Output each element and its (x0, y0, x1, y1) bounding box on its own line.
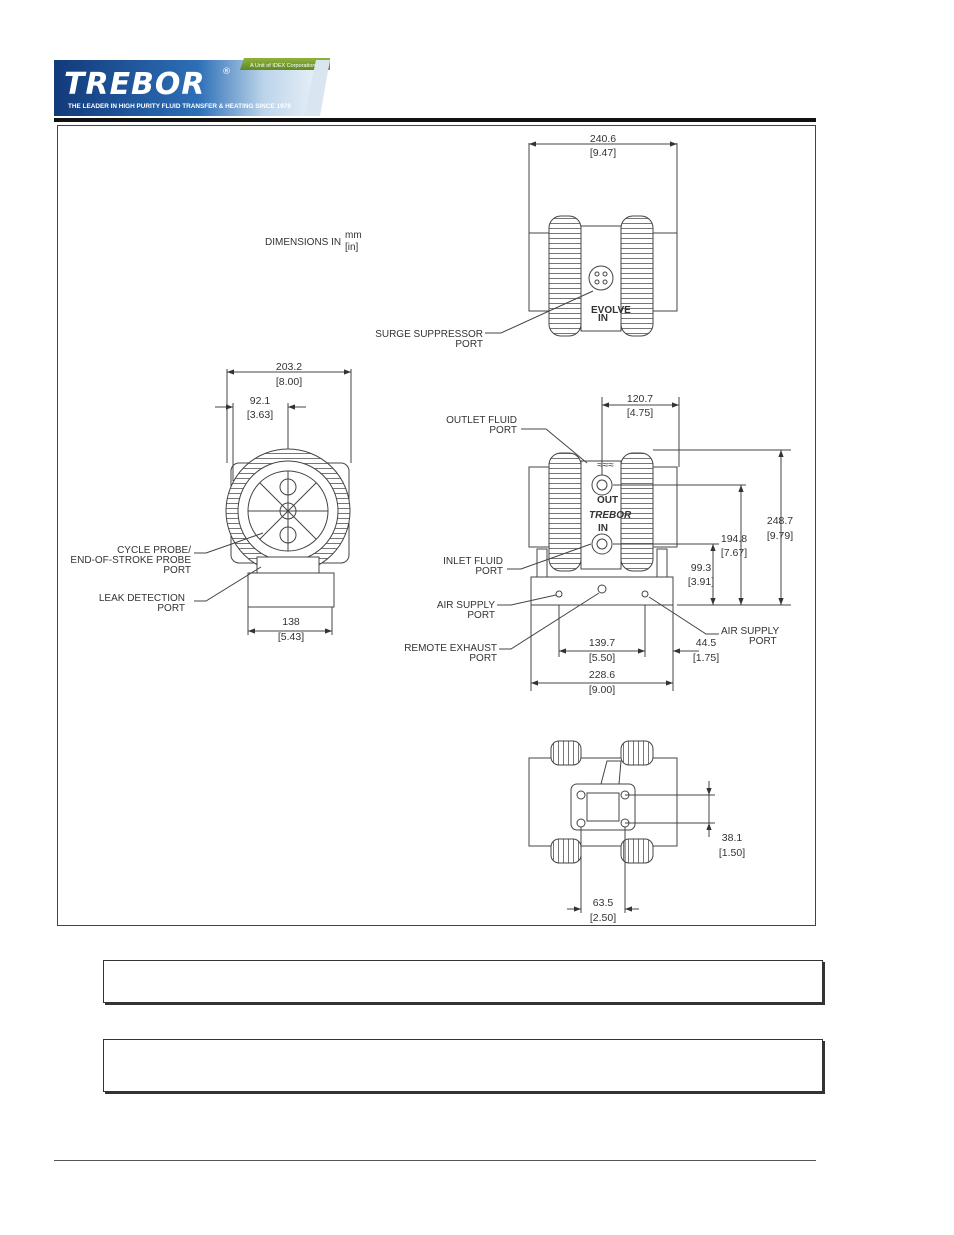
dim-base-width-mm: 228.6 (589, 669, 615, 681)
in-port-mark: IN (598, 523, 608, 534)
dim-outlet-offset-in: [4.75] (627, 407, 653, 419)
dim-inlet-height-in: [3.91] (688, 576, 714, 588)
header-divider (54, 118, 816, 122)
dim-outlet-height-in: [7.67] (721, 547, 747, 559)
label-cycle-probe-port: PORT (163, 565, 191, 576)
dim-bottom-height-in: [1.50] (719, 847, 745, 859)
front-trebor-mark: TREBOR (589, 510, 632, 521)
note-box-2 (103, 1039, 823, 1092)
dim-top-width-mm: 240.6 (590, 133, 616, 145)
dim-base-width-in: [9.00] (589, 684, 615, 696)
bottom-view (528, 740, 715, 913)
dimensions-in-label: DIMENSIONS IN (265, 237, 341, 248)
dim-total-height-in: [9.79] (767, 530, 793, 542)
evolve-mark: EVOLVE (591, 305, 631, 316)
footer-divider (54, 1160, 816, 1161)
label-remote-exhaust: REMOTE EXHAUST (404, 643, 497, 654)
dim-top-width-in: [9.47] (590, 147, 616, 159)
label-remote-exhaust-port: PORT (469, 653, 497, 664)
logo-wordmark: TREBOR (64, 67, 206, 102)
logo-tagline: THE LEADER IN HIGH PURITY FLUID TRANSFER… (68, 103, 291, 110)
front-view (497, 397, 791, 691)
label-air-supply-right-port: PORT (749, 636, 777, 647)
dim-inlet-height-mm: 99.3 (691, 562, 712, 574)
evolve-model-mark: IN (598, 313, 608, 324)
label-cycle-probe: CYCLE PROBE/ (117, 545, 191, 556)
side-view (194, 369, 352, 635)
note-box-1 (103, 960, 823, 1003)
logo-registered-mark: ® (222, 67, 231, 77)
dim-bottom-height-mm: 38.1 (722, 832, 743, 844)
trebor-logo: TREBOR ® A Unit of IDEX Corporation THE … (54, 58, 330, 118)
label-inlet-fluid: INLET FLUID (443, 556, 503, 567)
label-air-supply-left: AIR SUPPLY (437, 600, 495, 611)
dim-outlet-offset-mm: 120.7 (627, 393, 653, 405)
dim-outlet-height-mm: 194.8 (721, 533, 747, 545)
dim-bottom-width-mm: 63.5 (593, 897, 614, 909)
dim-base-holes-in: [5.50] (589, 652, 615, 664)
unit-in-label: [in] (345, 242, 359, 253)
label-leak-detection: LEAK DETECTION (99, 593, 185, 604)
label-outlet-fluid: OUTLET FLUID (446, 415, 517, 426)
dimension-drawing: DIMENSIONS IN mm [in] EVOLVE IN 240.6 [9… (70, 133, 793, 924)
dim-side-width-in: [8.00] (276, 376, 302, 388)
dim-side-base-in: [5.43] (278, 631, 304, 643)
label-surge-suppressor-port: PORT (455, 339, 483, 350)
logo-badge-text: A Unit of IDEX Corporation (250, 63, 315, 69)
dim-base-edge-mm: 44.5 (696, 637, 717, 649)
dim-base-edge-in: [1.75] (693, 652, 719, 664)
top-view (485, 141, 678, 337)
label-end-of-stroke-probe: END-OF-STROKE PROBE (70, 555, 191, 566)
dim-side-half-in: [3.63] (247, 409, 273, 421)
unit-mm-label: mm (345, 230, 362, 241)
label-air-supply-right: AIR SUPPLY (721, 626, 779, 637)
label-inlet-fluid-port: PORT (475, 566, 503, 577)
label-outlet-fluid-port: PORT (489, 425, 517, 436)
out-port-mark: OUT (597, 495, 618, 506)
front-brand-mark: ≈≈≈ (597, 460, 614, 471)
label-air-supply-left-port: PORT (467, 610, 495, 621)
dim-side-base-mm: 138 (282, 616, 300, 628)
dim-side-width-mm: 203.2 (276, 361, 302, 373)
dimension-drawing-frame: DIMENSIONS IN mm [in] EVOLVE IN 240.6 [9… (57, 125, 816, 926)
dim-base-holes-mm: 139.7 (589, 637, 615, 649)
dim-side-half-mm: 92.1 (250, 395, 271, 407)
label-surge-suppressor: SURGE SUPPRESSOR (375, 329, 483, 340)
label-leak-detection-port: PORT (157, 603, 185, 614)
dim-total-height-mm: 248.7 (767, 515, 793, 527)
dim-bottom-width-in: [2.50] (590, 912, 616, 924)
